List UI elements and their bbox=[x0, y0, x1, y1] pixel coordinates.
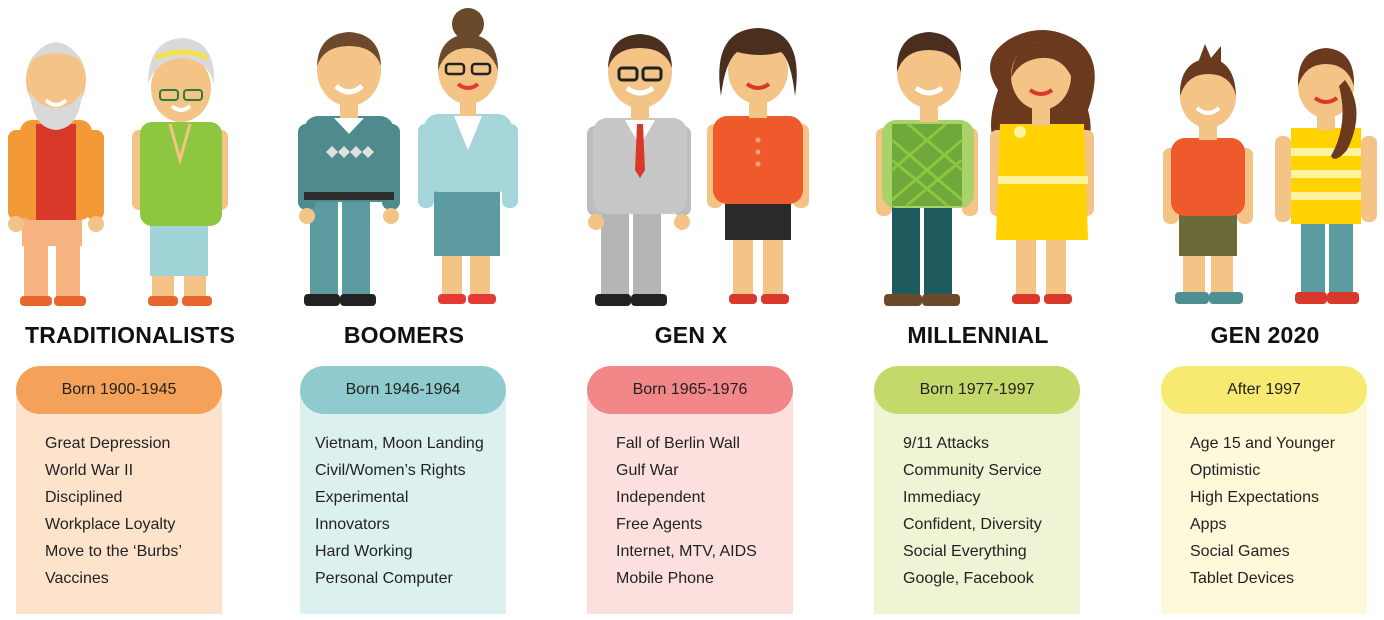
trait-item: Google, Facebook bbox=[903, 570, 1034, 587]
trait-item: Mobile Phone bbox=[616, 570, 714, 587]
boy-figure bbox=[1163, 44, 1253, 304]
generation-title: MILLENNIAL bbox=[907, 322, 1049, 348]
gen-x-man-figure bbox=[587, 34, 691, 306]
generation-card: After 1997 Age 15 and Younger Optimistic… bbox=[1161, 366, 1367, 614]
card-body bbox=[874, 388, 1080, 614]
trait-item: High Expectations bbox=[1190, 489, 1319, 506]
generation-gen-2020: GEN 2020 After 1997 Age 15 and Younger O… bbox=[1135, 0, 1384, 620]
trait-item: Social Everything bbox=[903, 543, 1027, 560]
generation-title: BOOMERS bbox=[343, 322, 465, 348]
girl-figure bbox=[1275, 48, 1377, 304]
generation-card: Born 1977-1997 9/11 Attacks Community Se… bbox=[874, 366, 1080, 614]
trait-item: Hard Working bbox=[315, 543, 413, 560]
card-body bbox=[300, 388, 506, 614]
generation-gen-x: GEN X Born 1965-1976 Fall of Berlin Wall… bbox=[561, 0, 821, 620]
born-pill: Born 1977-1997 bbox=[874, 366, 1080, 414]
trait-item: Innovators bbox=[315, 516, 390, 533]
card-body bbox=[16, 388, 222, 614]
generation-title: TRADITIONALISTS bbox=[25, 322, 235, 348]
millennial-couple-illustration bbox=[876, 30, 1095, 306]
card-body bbox=[587, 388, 793, 614]
trait-item: Apps bbox=[1190, 516, 1227, 533]
trait-item: Personal Computer bbox=[315, 570, 453, 587]
trait-item: World War II bbox=[45, 462, 134, 479]
generation-title: GEN 2020 bbox=[1210, 322, 1320, 348]
trait-list: Vietnam, Moon Landing Civil/Women’s Righ… bbox=[300, 430, 506, 592]
trait-item: Optimistic bbox=[1190, 462, 1261, 479]
boomer-woman-figure bbox=[418, 8, 518, 304]
trait-list: Fall of Berlin Wall Gulf War Independent… bbox=[587, 430, 793, 592]
figures-millennial bbox=[848, 0, 1108, 312]
generation-millennial: MILLENNIAL Born 1977-1997 9/11 Attacks C… bbox=[848, 0, 1108, 620]
grandpa-figure bbox=[8, 42, 104, 306]
trait-item: Free Agents bbox=[616, 516, 703, 533]
trait-item: Immediacy bbox=[903, 489, 981, 506]
trait-list: Age 15 and Younger Optimistic High Expec… bbox=[1161, 430, 1367, 592]
trait-item: Vietnam, Moon Landing bbox=[315, 435, 484, 452]
generation-traditionalists: TRADITIONALISTS Born 1900-1945 Great Dep… bbox=[0, 0, 260, 620]
trait-item: Experimental bbox=[315, 489, 409, 506]
born-pill: After 1997 bbox=[1161, 366, 1367, 414]
born-pill: Born 1946-1964 bbox=[300, 366, 506, 414]
trait-item: Confident, Diversity bbox=[903, 516, 1042, 533]
trait-item: Vaccines bbox=[45, 570, 109, 587]
card-body bbox=[1161, 388, 1367, 614]
gen-2020-kids-illustration bbox=[1163, 44, 1377, 304]
trait-item: Civil/Women’s Rights bbox=[315, 462, 466, 479]
born-pill: Born 1900-1945 bbox=[16, 366, 222, 414]
grandma-figure bbox=[132, 38, 228, 306]
trait-item: Disciplined bbox=[45, 489, 123, 506]
generation-card: Born 1965-1976 Fall of Berlin Wall Gulf … bbox=[587, 366, 793, 614]
boomer-man-figure bbox=[298, 32, 400, 306]
generation-card: Born 1946-1964 Vietnam, Moon Landing Civ… bbox=[300, 366, 506, 614]
trait-list: 9/11 Attacks Community Service Immediacy… bbox=[874, 430, 1080, 592]
generation-card: Born 1900-1945 Great Depression World Wa… bbox=[16, 366, 222, 614]
trait-item: Internet, MTV, AIDS bbox=[616, 543, 757, 560]
gen-x-couple-illustration bbox=[587, 28, 809, 306]
boomers-couple-illustration bbox=[298, 8, 518, 306]
figures-boomers bbox=[274, 0, 534, 312]
trait-item: Great Depression bbox=[45, 435, 171, 452]
trait-item: Social Games bbox=[1190, 543, 1290, 560]
gen-x-woman-figure bbox=[707, 28, 809, 304]
trait-list: Great Depression World War II Discipline… bbox=[16, 430, 222, 592]
trait-item: Tablet Devices bbox=[1190, 570, 1295, 587]
generation-title: GEN X bbox=[654, 322, 728, 348]
trait-item: 9/11 Attacks bbox=[903, 435, 989, 452]
trait-item: Fall of Berlin Wall bbox=[616, 435, 740, 452]
trait-item: Age 15 and Younger bbox=[1190, 435, 1336, 452]
trait-item: Independent bbox=[616, 489, 705, 506]
generation-boomers: BOOMERS Born 1946-1964 Vietnam, Moon Lan… bbox=[274, 0, 534, 620]
millennial-woman-figure bbox=[990, 30, 1095, 304]
born-pill: Born 1965-1976 bbox=[587, 366, 793, 414]
trait-item: Gulf War bbox=[616, 462, 679, 479]
traditionalists-couple-illustration bbox=[8, 38, 228, 306]
trait-item: Workplace Loyalty bbox=[45, 516, 176, 533]
figures-gen-2020 bbox=[1135, 0, 1384, 312]
trait-item: Move to the ‘Burbs’ bbox=[45, 543, 182, 560]
figures-traditionalists bbox=[0, 0, 260, 312]
figures-gen-x bbox=[561, 0, 821, 312]
millennial-man-figure bbox=[876, 32, 978, 306]
trait-item: Community Service bbox=[903, 462, 1042, 479]
